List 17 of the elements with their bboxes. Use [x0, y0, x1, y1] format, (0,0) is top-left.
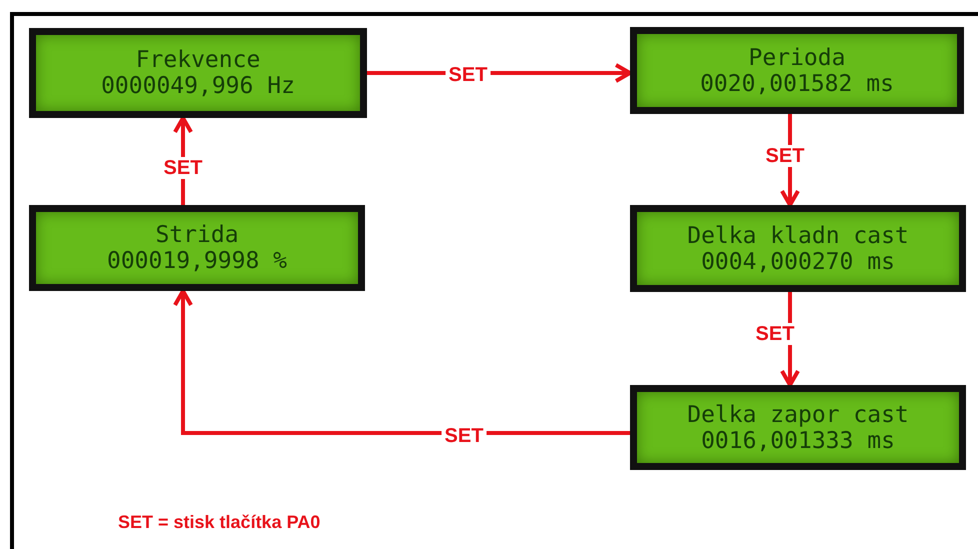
lcd-display	[29, 205, 365, 291]
lcd-display	[630, 385, 966, 470]
legend-note: SET = stisk tlačítka PA0	[118, 512, 320, 532]
display-text: Delka kladn cast	[687, 222, 909, 248]
lcd-display	[630, 205, 966, 292]
display-text: 0020,001582 ms	[700, 70, 894, 96]
display-text: Perioda	[748, 44, 846, 70]
display-text: 000019,9998 %	[106, 248, 287, 274]
lcd-display	[630, 27, 964, 114]
display-text: Frekvence	[136, 47, 260, 73]
display-text: Strida	[155, 222, 239, 248]
display-text: 0016,001333 ms	[701, 428, 895, 454]
lcd-display	[29, 28, 367, 118]
display-text: 0000049,996 Hz	[101, 73, 295, 99]
arrow	[173, 289, 630, 435]
display-text: 0004,000270 ms	[701, 248, 895, 274]
display-text: Delka zapor cast	[687, 402, 909, 428]
